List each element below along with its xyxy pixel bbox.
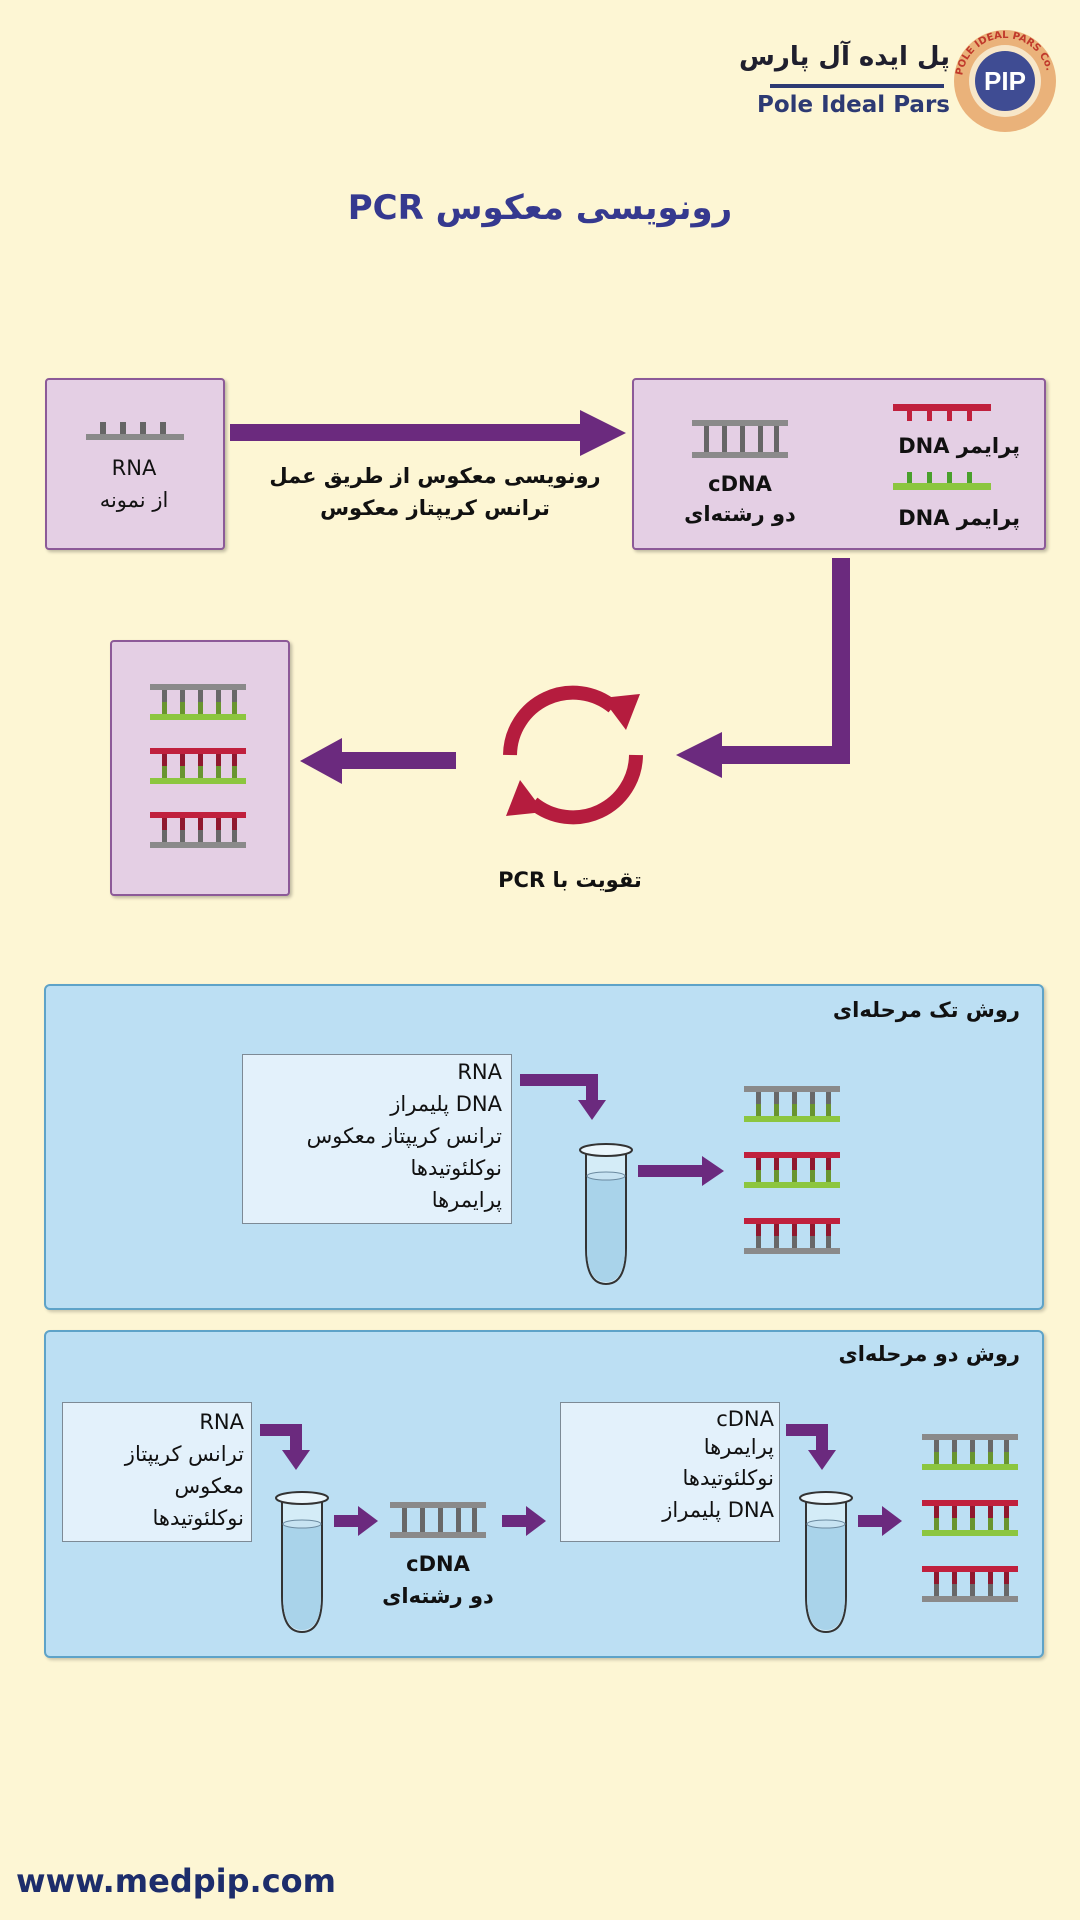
elbow-arrow-icon <box>676 558 850 778</box>
two-step-output-arrow-icon <box>858 1506 902 1536</box>
two-step-box1-item-rt: ترانس کریپتاز معکوس <box>124 1442 244 1498</box>
two-step-product-red-gray-icon <box>922 1566 1018 1602</box>
two-step-title: روش دو مرحله‌ای <box>838 1342 1020 1366</box>
arrow-caption-line2: ترانس کریپتاز معکوس <box>320 496 550 520</box>
primer-red-icon <box>893 404 991 421</box>
two-step-box1-item-nucleotides: نوکلئوتیدها <box>152 1506 244 1530</box>
one-step-item-rna: RNA <box>457 1060 502 1084</box>
primer-red-label: پرایمر DNA <box>898 434 1020 458</box>
two-step-box2-list: cDNA پرایمرها نوکلئوتیدها DNA پلیمراز <box>566 1406 774 1526</box>
rna-source-label: از نمونه <box>99 488 169 512</box>
one-step-tube-icon <box>579 1143 633 1286</box>
two-step-input-arrow1-icon <box>260 1424 310 1470</box>
pcr-amplification-label: تقویت با PCR <box>498 868 642 892</box>
result-arrow-icon <box>300 738 456 784</box>
cdna-double-strand-icon <box>692 420 788 458</box>
logo-divider <box>770 84 944 88</box>
product-gray-green-icon <box>150 684 246 720</box>
pcr-cycle-icon <box>503 685 643 825</box>
two-step-box2-item-primers: پرایمرها <box>703 1435 774 1459</box>
two-step-box2 <box>560 1402 780 1542</box>
one-step-item-nucleotides: نوکلئوتیدها <box>410 1156 502 1180</box>
two-step-tube1-icon <box>275 1491 329 1634</box>
primer-green-label: پرایمر DNA <box>898 506 1020 530</box>
one-step-item-rt: ترانس کریپتاز معکوس <box>306 1124 502 1148</box>
two-step-product-gray-green-icon <box>922 1434 1018 1470</box>
one-step-title: روش تک مرحله‌ای <box>832 998 1020 1022</box>
one-step-panel <box>44 984 1044 1310</box>
cdna-double-strand-label: دو رشته‌ای <box>684 502 796 526</box>
page-title: رونویسی معکوس PCR <box>347 188 733 228</box>
one-step-item-polymerase: DNA پلیمراز <box>390 1092 502 1116</box>
two-step-box2-item-nucleotides: نوکلئوتیدها <box>682 1466 774 1490</box>
one-step-output-arrow-icon <box>638 1156 724 1186</box>
two-step-box1-item-rna: RNA <box>199 1410 244 1434</box>
two-step-cdna-icon <box>390 1502 486 1538</box>
cdna-label: cDNA <box>708 472 772 496</box>
two-step-cdna-double-label: دو رشته‌ای <box>382 1584 494 1608</box>
one-step-item-primers: پرایمرها <box>431 1188 502 1212</box>
two-step-product-red-green-icon <box>922 1500 1018 1536</box>
product-red-green-icon <box>150 748 246 784</box>
two-step-arrow-to-cdna-icon <box>334 1506 378 1536</box>
two-step-box2-item-cdna: cDNA <box>716 1407 774 1431</box>
rna-strand-icon <box>86 422 184 440</box>
one-step-product-red-gray-icon <box>744 1218 840 1254</box>
one-step-product-red-green-icon <box>744 1152 840 1188</box>
one-step-reagents-box <box>242 1054 512 1224</box>
primer-green-icon <box>893 472 991 490</box>
logo-name-en: Pole Ideal Pars <box>757 92 950 118</box>
arrow-caption-line1: رونویسی معکوس از طریق عمل <box>269 464 601 488</box>
one-step-input-arrow-icon <box>520 1074 606 1120</box>
rna-sample-box <box>45 378 225 550</box>
two-step-box2-item-polymerase: DNA پلیمراز <box>662 1498 774 1522</box>
one-step-product-gray-green-icon <box>744 1086 840 1122</box>
reverse-transcription-arrow-icon <box>230 410 626 456</box>
product-red-gray-icon <box>150 812 246 848</box>
two-step-input-arrow2-icon <box>786 1424 836 1470</box>
footer-url[interactable]: www.medpip.com <box>16 1862 336 1900</box>
two-step-arrow-to-box2-icon <box>502 1506 546 1536</box>
two-step-tube2-icon <box>799 1491 853 1634</box>
logo-emblem-icon: PIP POLE IDEAL PARS Co. <box>954 30 1056 132</box>
logo-emblem-text: PIP <box>984 66 1026 96</box>
two-step-box1 <box>62 1402 252 1542</box>
two-step-cdna-label: cDNA <box>406 1552 470 1576</box>
one-step-reagent-list: RNA DNA پلیمراز ترانس کریپتاز معکوس نوکل… <box>250 1056 502 1216</box>
logo-name-fa: پل ایده آل پارس <box>738 42 950 72</box>
rna-label: RNA <box>111 456 157 480</box>
two-step-box1-list: RNA ترانس کریپتاز معکوس نوکلئوتیدها <box>66 1406 244 1534</box>
